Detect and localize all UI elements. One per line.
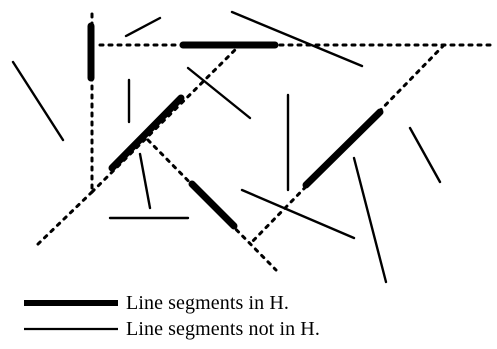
segments-not-in-h xyxy=(11,10,442,284)
thin-segment-5 xyxy=(186,66,252,120)
thin-segment-10 xyxy=(240,188,356,240)
bold-segment-diagonal-left xyxy=(108,94,185,172)
dotted-diagonal-left-down xyxy=(34,190,94,248)
bold-line-sample xyxy=(24,300,118,306)
thin-segment-1 xyxy=(11,60,65,142)
legend-label-not-in-h: Line segments not in H. xyxy=(126,317,320,340)
dotted-paths xyxy=(34,12,496,272)
thin-segment-8 xyxy=(138,152,152,210)
bold-segment-diagonal-right xyxy=(302,108,384,189)
thin-segment-3 xyxy=(230,10,364,68)
thin-segment-2 xyxy=(124,16,162,38)
segments-in-h xyxy=(87,22,384,230)
thin-segment-11 xyxy=(352,156,388,284)
legend-swatch-thin xyxy=(22,317,120,341)
legend-swatch-bold xyxy=(22,291,120,315)
bold-segment-middle xyxy=(188,180,238,230)
legend-label-in-h: Line segments in H. xyxy=(126,291,289,314)
legend-entry-not-in-h: Line segments not in H. xyxy=(22,317,320,341)
legend-entry-in-h: Line segments in H. xyxy=(22,291,289,315)
thin-line-sample xyxy=(24,327,118,331)
thin-segment-7 xyxy=(408,126,442,184)
